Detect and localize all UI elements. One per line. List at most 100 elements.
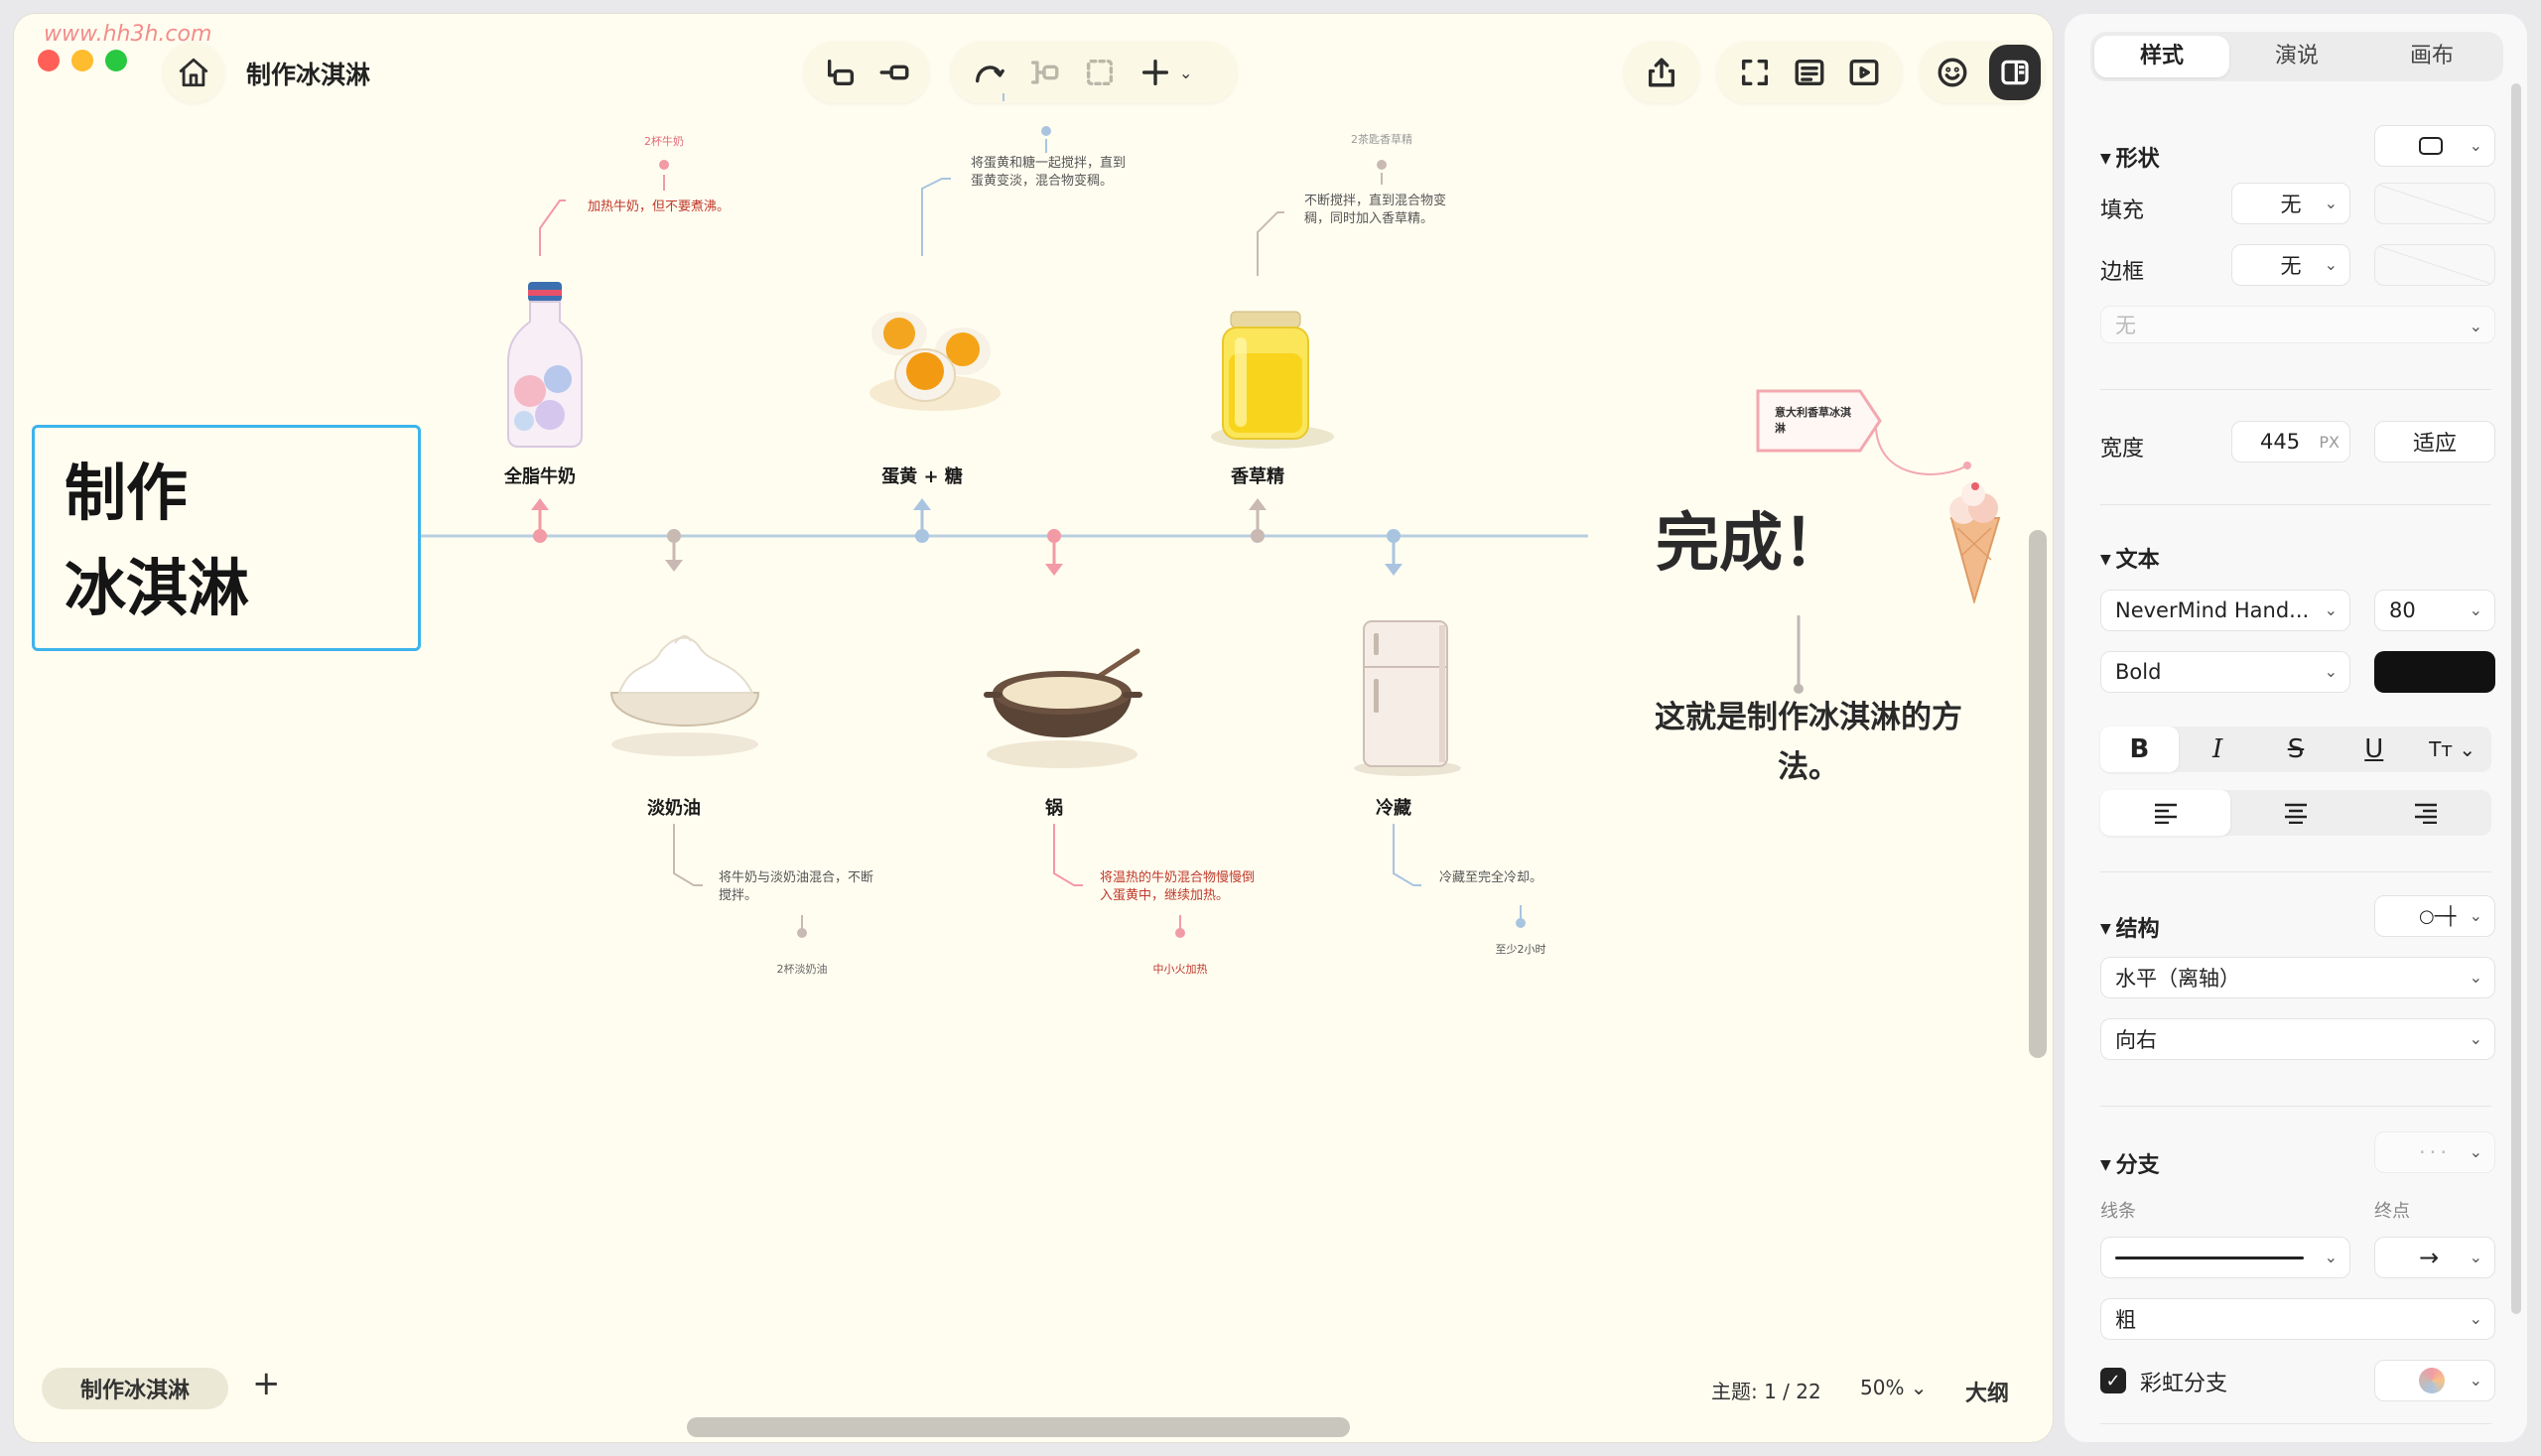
note-cream[interactable]: 将牛奶与淡奶油混合，不断搅拌。 xyxy=(719,870,874,903)
topic-label-pot[interactable]: 锅 xyxy=(1045,798,1063,819)
present-icon[interactable] xyxy=(1847,55,1882,90)
topic-count: 主题: 1 / 22 xyxy=(1711,1380,1821,1403)
cream-bowl-image[interactable] xyxy=(605,631,766,758)
structure-select[interactable]: ○─┼⌄ xyxy=(2374,895,2495,937)
close-window-icon[interactable] xyxy=(38,50,60,71)
underline-icon[interactable]: U xyxy=(2364,734,2384,764)
bold-icon[interactable]: B xyxy=(2100,727,2179,772)
summary-icon[interactable] xyxy=(1082,55,1118,90)
shape-select[interactable]: ⌄ xyxy=(2374,125,2495,167)
border-select[interactable]: 无⌄ xyxy=(2231,244,2350,286)
align-left-icon[interactable] xyxy=(2100,790,2231,836)
thickness-select[interactable]: 粗⌄ xyxy=(2100,1298,2495,1340)
outline-button[interactable]: 大纲 xyxy=(1965,1382,2010,1406)
border-style-select[interactable]: 无⌄ xyxy=(2100,306,2495,343)
rainbow-color-select[interactable]: ⌄ xyxy=(2374,1360,2495,1401)
ice-cream-image[interactable] xyxy=(1943,480,2005,603)
italic-icon[interactable]: I xyxy=(2212,734,2223,764)
fullscreen-icon[interactable] xyxy=(1737,55,1772,90)
border-color-swatch[interactable] xyxy=(2374,244,2495,286)
font-family-select[interactable]: NeverMind Hand...⌄ xyxy=(2100,590,2350,631)
line-style-select[interactable]: ⌄ xyxy=(2100,1237,2350,1278)
direction-select[interactable]: 向右⌄ xyxy=(2100,1018,2495,1060)
text-color-swatch[interactable] xyxy=(2374,651,2495,693)
mindmap-connectors xyxy=(419,93,1971,938)
root-topic[interactable]: 制作 冰淇淋 xyxy=(32,425,421,651)
text-case-icon[interactable]: Tт ⌄ xyxy=(2429,737,2476,761)
note-yolk[interactable]: 将蛋黄和糖一起搅拌，直到蛋黄变淡，混合物变稠。 xyxy=(971,156,1127,189)
tag-label[interactable]: 意大利香草冰淇淋 xyxy=(1775,406,1851,435)
note-pot[interactable]: 将温热的牛奶混合物慢慢倒入蛋黄中，继续加热。 xyxy=(1100,870,1256,903)
share-icon[interactable] xyxy=(1644,55,1679,90)
tab-pitch[interactable]: 演说 xyxy=(2274,44,2319,68)
rainbow-checkbox[interactable]: ✓ xyxy=(2100,1368,2126,1393)
minimize-window-icon[interactable] xyxy=(71,50,93,71)
home-button[interactable] xyxy=(163,42,224,103)
fridge-image[interactable] xyxy=(1352,619,1463,778)
outline-view-icon[interactable] xyxy=(1792,55,1826,90)
fill-color-swatch[interactable] xyxy=(2374,183,2495,224)
align-center-icon[interactable] xyxy=(2230,790,2360,836)
detail-cream[interactable]: 2杯淡奶油 xyxy=(776,963,828,976)
finish-title[interactable]: 完成！ xyxy=(1656,507,1846,581)
width-input[interactable]: 445 PX xyxy=(2231,421,2350,463)
fill-label: 填充 xyxy=(2100,199,2145,223)
relationship-icon[interactable] xyxy=(971,55,1006,90)
tab-style[interactable]: 样式 xyxy=(2094,36,2229,77)
zoom-level[interactable]: 50% ⌄ xyxy=(1860,1376,1928,1399)
horizontal-scrollbar[interactable] xyxy=(687,1417,1350,1437)
detail-fridge[interactable]: 至少2小时 xyxy=(1495,943,1546,956)
milk-bottle-image[interactable] xyxy=(500,282,590,449)
vertical-scrollbar[interactable] xyxy=(2029,530,2047,1058)
add-icon[interactable] xyxy=(1137,55,1173,90)
branch-style-select[interactable]: ···⌄ xyxy=(2374,1131,2495,1173)
end-style-select[interactable]: →⌄ xyxy=(2374,1237,2495,1278)
zoom-window-icon[interactable] xyxy=(105,50,127,71)
egg-yolk-image[interactable] xyxy=(860,310,1004,421)
emoji-icon[interactable] xyxy=(1936,55,1969,90)
add-sheet-button[interactable]: + xyxy=(252,1364,281,1403)
panel-scrollbar[interactable] xyxy=(2511,83,2521,1314)
detail-milk[interactable]: 2杯牛奶 xyxy=(644,135,684,148)
font-size-select[interactable]: 80⌄ xyxy=(2374,590,2495,631)
font-weight-select[interactable]: Bold⌄ xyxy=(2100,651,2350,693)
boundary-icon[interactable] xyxy=(1026,55,1062,90)
topic-label-fridge[interactable]: 冷藏 xyxy=(1376,798,1411,819)
panel-toggle-icon xyxy=(2001,60,2029,85)
divider xyxy=(2100,389,2491,390)
detail-vanilla[interactable]: 2茶匙香草精 xyxy=(1351,133,1412,146)
fill-value: 无 xyxy=(2280,193,2302,216)
insert-topic-icon[interactable] xyxy=(824,55,858,90)
pot-image[interactable] xyxy=(983,645,1145,770)
sheet-tab[interactable]: 制作冰淇淋 xyxy=(42,1368,228,1409)
align-right-icon[interactable] xyxy=(2361,790,2491,836)
fill-select[interactable]: 无⌄ xyxy=(2231,183,2350,224)
structure-toolbar: ⌄ xyxy=(951,42,1237,103)
branch-section-title[interactable]: 分支 xyxy=(2100,1147,2160,1179)
mindmap-canvas[interactable]: 制作 冰淇淋 xyxy=(14,14,2053,1442)
vanilla-jar-image[interactable] xyxy=(1207,308,1338,453)
layout-select[interactable]: 水平（离轴）⌄ xyxy=(2100,957,2495,998)
topic-label-vanilla[interactable]: 香草精 xyxy=(1231,466,1284,487)
note-fridge[interactable]: 冷藏至完全冷却。 xyxy=(1439,870,1543,885)
format-panel: 样式 演说 画布 形状 ⌄ 填充 无⌄ 边框 无⌄ 无⌄ 宽度 445 PX 适… xyxy=(2065,14,2527,1442)
topic-label-milk[interactable]: 全脂牛奶 xyxy=(504,466,576,487)
width-label: 宽度 xyxy=(2100,437,2145,462)
shape-section-title[interactable]: 形状 xyxy=(2100,141,2160,173)
text-section-title[interactable]: 文本 xyxy=(2100,542,2160,574)
finish-subtitle[interactable]: 这就是制作冰淇淋的方法。 xyxy=(1655,700,1962,785)
topic-label-cream[interactable]: 淡奶油 xyxy=(647,798,701,819)
topic-label-yolk[interactable]: 蛋黄 + 糖 xyxy=(881,466,963,487)
detail-pot[interactable]: 中小火加热 xyxy=(1152,963,1208,976)
chevron-down-icon: ⌄ xyxy=(2469,1142,2482,1161)
strikethrough-icon[interactable]: S xyxy=(2287,734,2305,764)
note-milk[interactable]: 加热牛奶，但不要煮沸。 xyxy=(588,199,731,214)
panel-toggle-button[interactable] xyxy=(1989,45,2041,100)
tab-canvas[interactable]: 画布 xyxy=(2409,44,2454,68)
fit-width-button[interactable]: 适应 xyxy=(2374,421,2495,463)
structure-section-title[interactable]: 结构 xyxy=(2100,911,2160,943)
add-chevron-icon[interactable]: ⌄ xyxy=(1179,63,1193,82)
note-vanilla[interactable]: 不断搅拌，直到混合物变稠，同时加入香草精。 xyxy=(1304,194,1447,226)
insert-subtopic-icon[interactable] xyxy=(877,55,911,90)
canvas-window[interactable]: www.hh3h.com 制作冰淇淋 ⌄ xyxy=(14,14,2053,1442)
